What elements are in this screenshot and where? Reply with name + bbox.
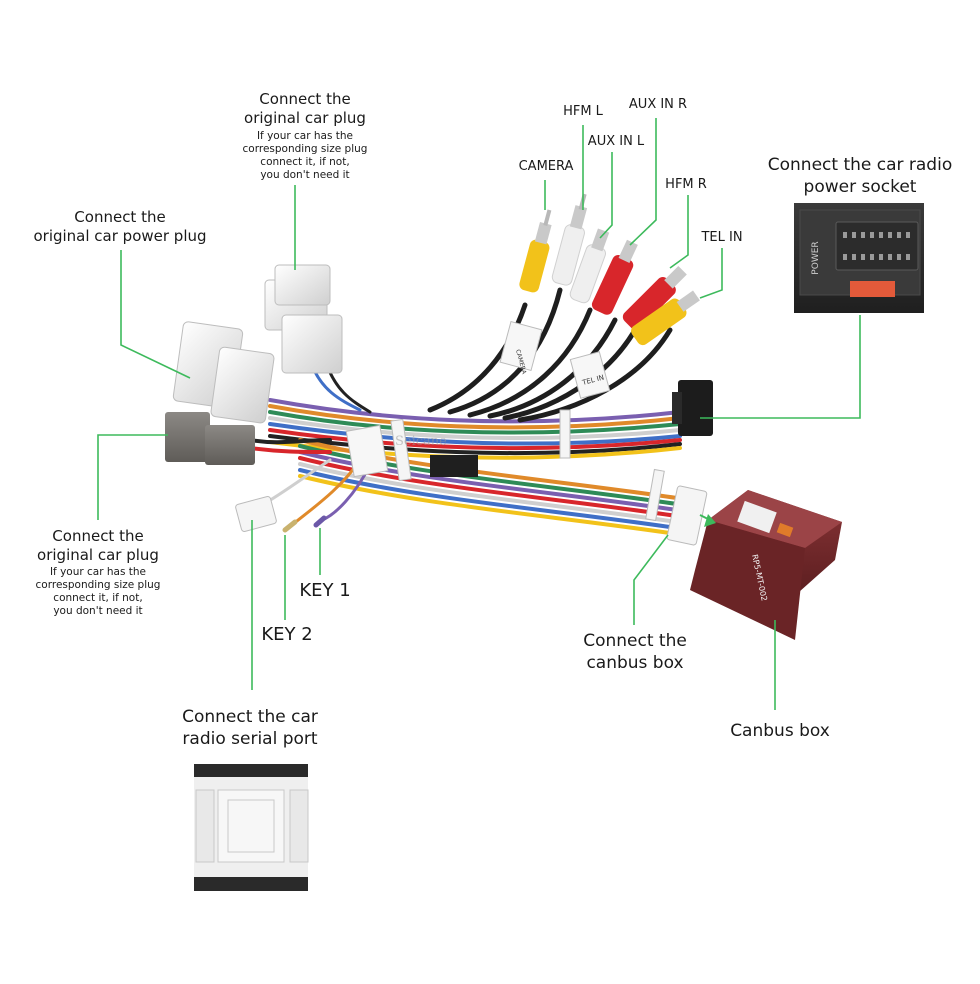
label-power-socket: Connect the car radio power socket (755, 154, 965, 198)
canbus-box (690, 490, 842, 640)
orig-plug-top-note2: corresponding size plug (242, 143, 368, 155)
orig-plug-left-note4: you don't need it (53, 605, 143, 617)
power-socket-photo (794, 203, 924, 313)
main-black-connector (672, 380, 713, 436)
socket-pin (906, 254, 910, 260)
serial-plug (235, 495, 277, 533)
serial-port-line1: Connect the car (182, 707, 318, 727)
serial-port-photo (194, 764, 309, 891)
label-canbus-box: Canbus box (730, 721, 830, 741)
orig-plug-left-line1: Connect the (52, 527, 144, 545)
orig-plug-top-line1: Connect the (259, 90, 351, 108)
leader-lines (97, 118, 861, 710)
socket-pin (897, 254, 901, 260)
label-tel-in: TEL IN (701, 230, 743, 245)
label-camera: CAMERA (518, 159, 574, 174)
socket-pin (906, 232, 910, 238)
orig-plug-top-line2: original car plug (244, 109, 366, 127)
label-aux-in-l: AUX IN L (587, 134, 645, 149)
label-orig-power: Connect the original car power plug (20, 208, 220, 246)
canbus-connect-line2: canbus box (586, 653, 684, 673)
key-wire-ends (282, 515, 327, 533)
power-socket-text: POWER (811, 241, 821, 274)
white-top-plug (264, 264, 343, 374)
orig-power-line1: Connect the (74, 208, 166, 226)
power-socket-line1: Connect the car radio (767, 155, 953, 175)
rca-plugs (519, 193, 700, 346)
socket-pin (861, 232, 865, 238)
watermark-text: Seicane (395, 434, 447, 449)
label-key2: KEY 2 (261, 624, 313, 645)
label-orig-plug-top-title: Connect the original car plug (215, 90, 395, 128)
socket-pin (870, 254, 874, 260)
label-canbus-connect: Connect the canbus box (560, 630, 710, 674)
orig-plug-left-note3: connect it, if not, (53, 592, 143, 604)
label-aux-in-r: AUX IN R (628, 97, 688, 112)
label-serial-port: Connect the car radio serial port (150, 706, 350, 750)
label-orig-plug-left-note: If your car has the corresponding size p… (8, 566, 188, 618)
harness-tags (345, 320, 665, 522)
label-orig-plug-left-title: Connect the original car plug (8, 527, 188, 565)
wire-bundle (248, 287, 692, 538)
power-socket-pins (843, 232, 910, 260)
orig-plug-left-line2: original car plug (37, 546, 159, 564)
socket-pin (870, 232, 874, 238)
label-orig-plug-top-note: If your car has the corresponding size p… (215, 130, 395, 182)
socket-pin (879, 232, 883, 238)
orig-plug-top-note1: If your car has the (256, 130, 354, 142)
canbus-connect-line1: Connect the (583, 631, 687, 651)
arrow-to-canbus (699, 514, 716, 527)
socket-pin (843, 232, 847, 238)
orig-plug-top-note4: you don't need it (260, 169, 350, 181)
socket-pin (897, 232, 901, 238)
socket-pin (852, 232, 856, 238)
orig-power-line2: original car power plug (33, 227, 207, 245)
socket-pin (843, 254, 847, 260)
orig-plug-left-note2: corresponding size plug (35, 579, 161, 591)
label-hfm-r: HFM R (665, 177, 707, 192)
power-socket-line2: power socket (803, 177, 917, 197)
label-hfm-l: HFM L (563, 104, 603, 119)
canbus-connector (666, 485, 708, 546)
serial-port-line2: radio serial port (182, 729, 318, 749)
grey-plug (165, 412, 255, 465)
label-key1: KEY 1 (299, 580, 351, 601)
socket-pin (888, 254, 892, 260)
socket-pin (888, 232, 892, 238)
white-power-plug (172, 321, 275, 424)
socket-pin (879, 254, 883, 260)
orig-plug-left-note1: If your car has the (49, 566, 147, 578)
socket-pin (852, 254, 856, 260)
orig-plug-top-note3: connect it, if not, (260, 156, 350, 168)
socket-pin (861, 254, 865, 260)
